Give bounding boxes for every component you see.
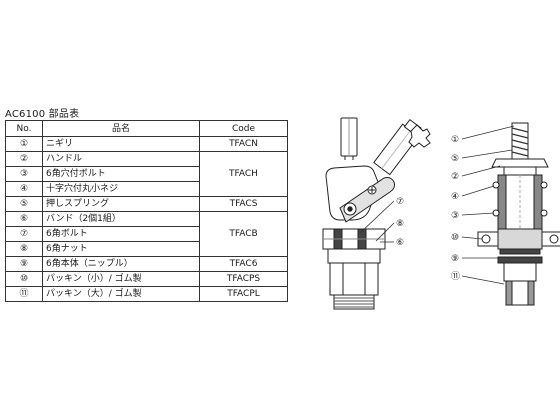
parts-table-header: No. 品名 Code <box>5 120 288 137</box>
callout-label: ⑦ <box>396 197 404 207</box>
row-code: TFACPL <box>199 286 288 302</box>
cross-section-drawing <box>477 122 560 306</box>
callout-label: ⑪ <box>451 271 460 282</box>
header-name: 品名 <box>42 120 200 137</box>
row-no: ⑪ <box>5 286 43 302</box>
callout-label: ① <box>451 135 459 145</box>
table-row: ⑪ パッキン（大）/ ゴム製 TFACPL <box>5 286 288 302</box>
right-leader-lines <box>461 125 515 285</box>
row-code: TFACH <box>199 151 288 197</box>
table-row: ⑦ 6角ボルト <box>5 226 288 242</box>
grip-part-drawing <box>340 117 358 160</box>
left-leader-lines <box>359 200 395 243</box>
parts-table-title: AC6100 部品表 <box>5 109 80 120</box>
table-row: ⑤ 押しスプリング TFACS <box>5 196 288 212</box>
header-no: No. <box>5 120 43 137</box>
table-row: ⑩ パッキン（小）/ ゴム製 TFACPS <box>5 271 288 287</box>
callout-label: ⑤ <box>451 154 459 164</box>
callout-label: ④ <box>451 192 459 202</box>
callout-label: ⑩ <box>451 233 459 243</box>
assembled-coupler-drawing <box>322 118 431 310</box>
callout-label: ⑧ <box>396 219 404 229</box>
parts-table: No. 品名 Code ① ニギリ TFACN ② ハンドル TFACH ③ 6… <box>5 120 288 302</box>
callout-label: ③ <box>451 211 459 221</box>
callout-label: ⑨ <box>451 254 459 264</box>
row-code: TFACB <box>199 211 288 257</box>
callout-label: ⑥ <box>396 238 404 248</box>
callout-label: ② <box>451 172 459 182</box>
